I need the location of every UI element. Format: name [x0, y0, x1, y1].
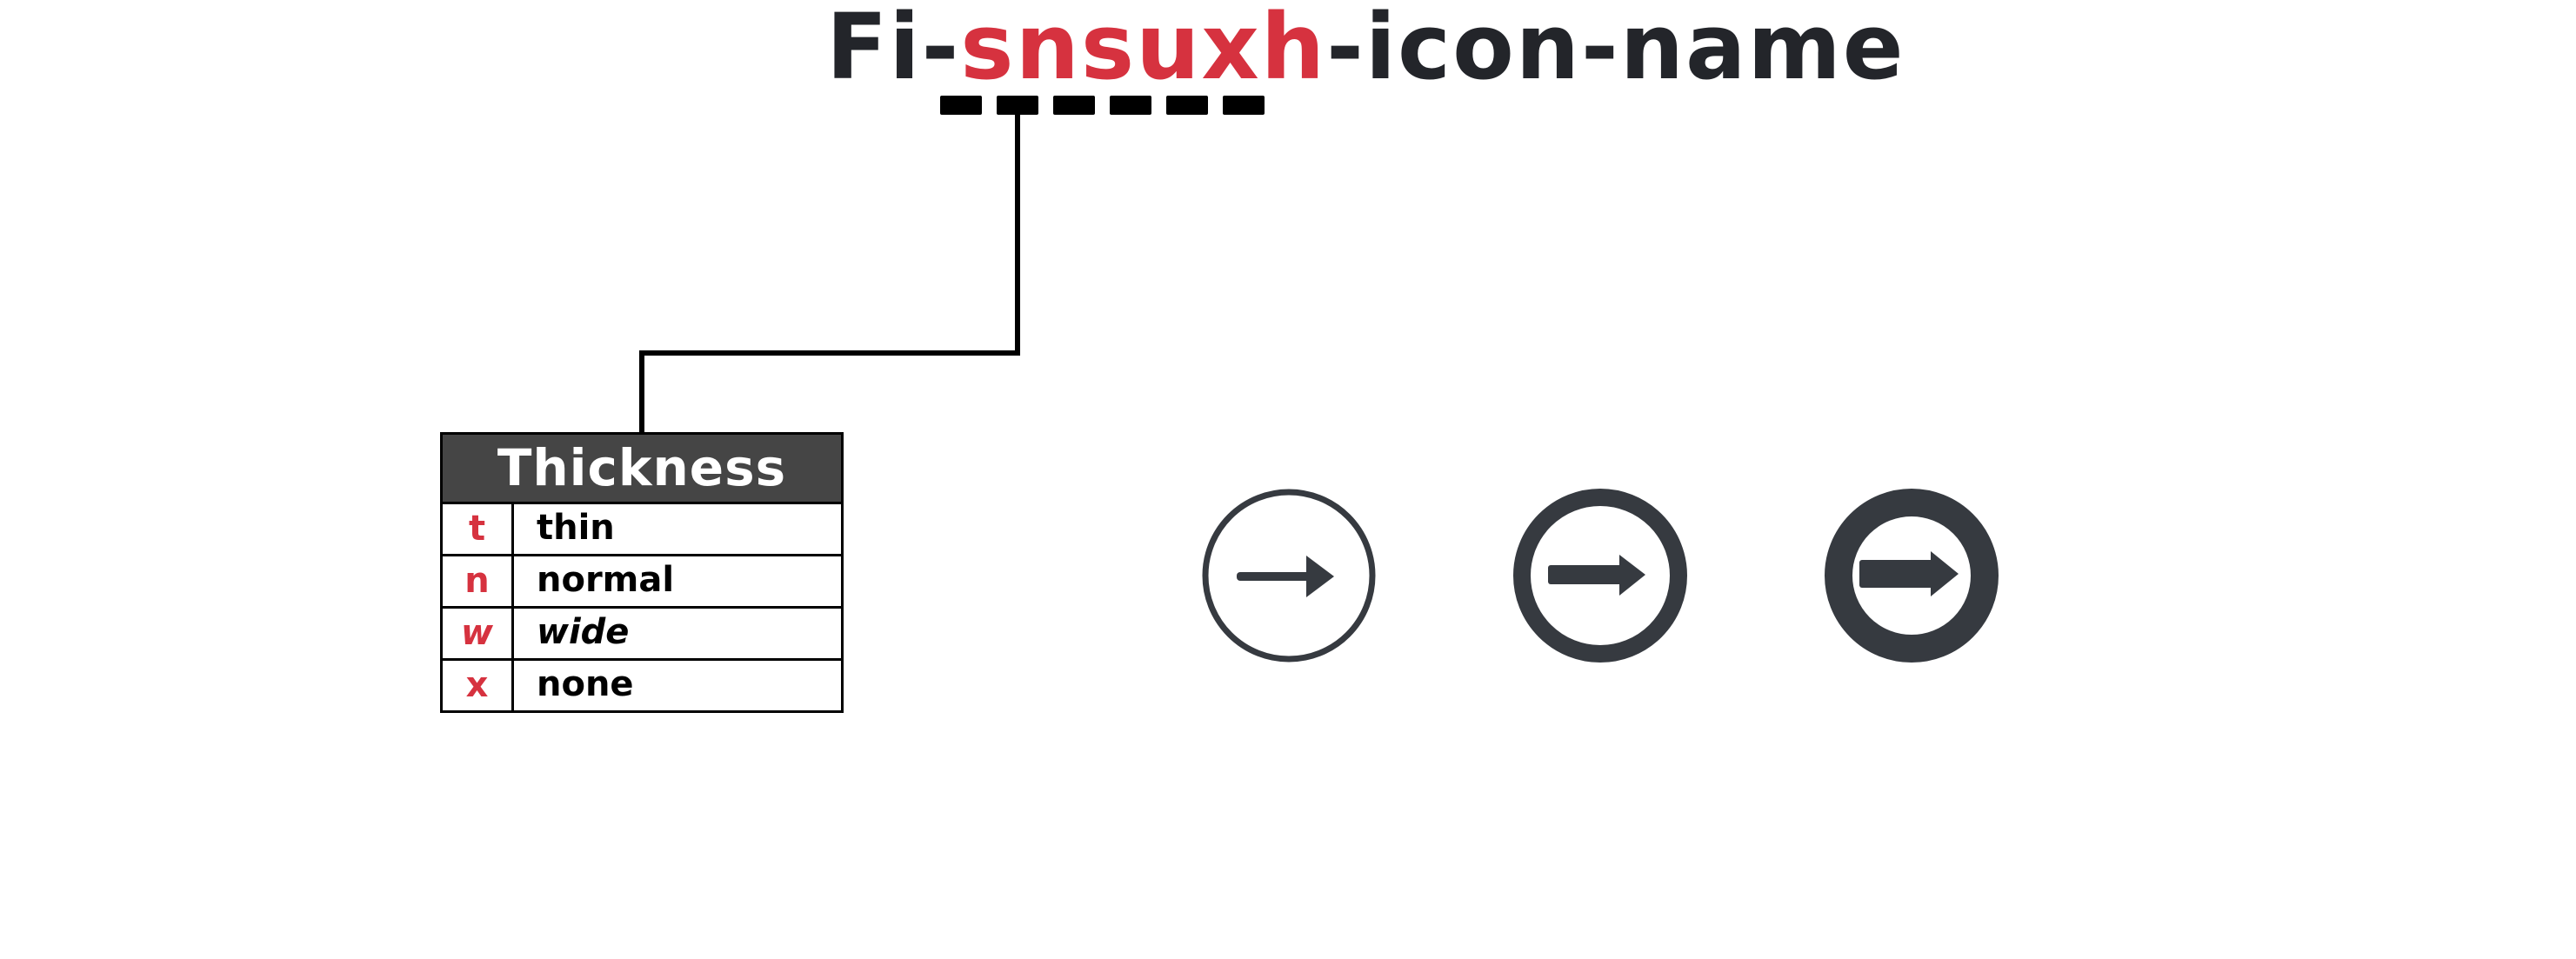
arrow-right-circle-normal-icon — [1513, 489, 1687, 663]
icon-naming-pattern-title: Fi-snsuxh-icon-name — [826, 0, 1905, 99]
title-suffix: -icon-name — [1326, 0, 1905, 100]
arrow-right-circle-wide-icon — [1825, 489, 1999, 663]
legend-label: thin — [537, 508, 615, 548]
legend-row-wide: w wide — [443, 609, 841, 661]
slot-marker-6 — [1223, 96, 1265, 115]
title-variable-segment: snsuxh — [960, 0, 1327, 100]
arrow-right-circle-thin-icon — [1202, 489, 1376, 663]
legend-label: wide — [537, 612, 630, 652]
legend-label: normal — [537, 560, 675, 600]
thickness-legend-table: Thickness t thin n normal w wide x none — [440, 432, 844, 713]
slot-marker-4 — [1110, 96, 1151, 115]
legend-row-none: x none — [443, 661, 841, 710]
legend-code: x — [443, 661, 514, 710]
variable-slot-markers — [940, 96, 1265, 115]
title-prefix: Fi- — [826, 0, 961, 100]
slot-marker-3 — [1053, 96, 1095, 115]
legend-code: w — [443, 609, 514, 658]
legend-code: n — [443, 556, 514, 606]
legend-row-thin: t thin — [443, 504, 841, 556]
legend-row-normal: n normal — [443, 556, 841, 609]
slot-marker-1 — [940, 96, 982, 115]
legend-code: t — [443, 504, 514, 554]
slot-marker-2 — [997, 96, 1038, 115]
legend-label: none — [537, 664, 634, 704]
slot-marker-5 — [1166, 96, 1208, 115]
legend-header: Thickness — [443, 435, 841, 504]
